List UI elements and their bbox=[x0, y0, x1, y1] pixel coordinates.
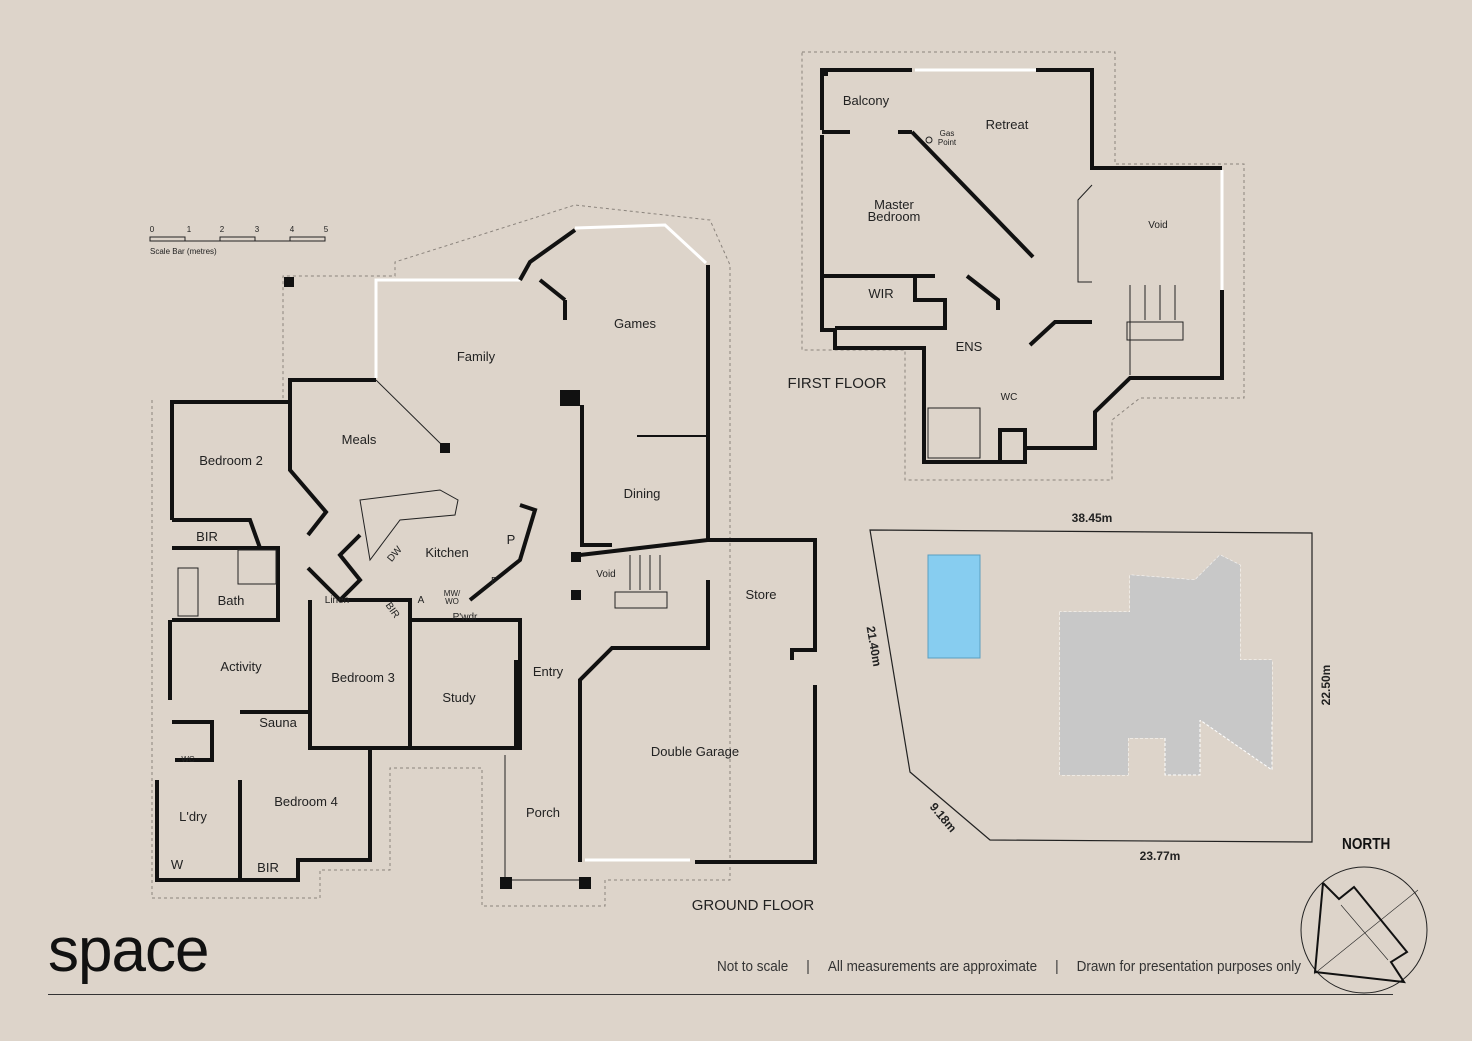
room-label: MW/ bbox=[444, 589, 461, 598]
room-label: Family bbox=[457, 349, 496, 364]
first-floor-title: FIRST FLOOR bbox=[788, 375, 887, 392]
room-label: Dining bbox=[624, 486, 661, 501]
room-label: 21.40m bbox=[864, 625, 885, 668]
pool bbox=[927, 554, 981, 659]
room-label: Meals bbox=[342, 432, 377, 447]
room-label: Store bbox=[745, 587, 776, 602]
room-label: 5 bbox=[324, 225, 329, 234]
room-label: DW bbox=[386, 544, 405, 564]
room-label: WC bbox=[181, 755, 195, 764]
separator: | bbox=[1055, 958, 1059, 975]
room-label: BIR bbox=[257, 860, 279, 875]
room-label: Bedroom 3 bbox=[331, 670, 395, 685]
room-label: Void bbox=[1148, 220, 1167, 231]
room-label: Games bbox=[614, 316, 656, 331]
room-label: Gas bbox=[940, 129, 955, 138]
disclaimer-presentation: Drawn for presentation purposes only bbox=[1076, 958, 1302, 975]
room-label: BIR bbox=[196, 529, 218, 544]
room-label: BIR bbox=[383, 601, 402, 621]
room-label: W bbox=[171, 857, 184, 872]
room-label: A bbox=[418, 595, 425, 606]
room-label: 0 bbox=[150, 225, 155, 234]
separator: | bbox=[806, 958, 810, 975]
room-label: Void bbox=[596, 569, 615, 580]
room-label: Point bbox=[938, 138, 957, 147]
room-label: 23.77m bbox=[1140, 849, 1181, 863]
scale-bar: 0 1 2 3 4 5 Scale Bar (metres) bbox=[149, 225, 329, 256]
room-label: Study bbox=[442, 690, 476, 705]
disclaimer-not-to-scale: Not to scale bbox=[717, 958, 789, 975]
room-label: Activity bbox=[220, 659, 262, 674]
north-label: NORTH bbox=[1342, 836, 1391, 853]
room-label: P'wdr bbox=[453, 612, 478, 623]
room-label: WIR bbox=[868, 286, 893, 301]
ground-floor-plan: Games Family Meals Bedroom 2 BIR Bath Ac… bbox=[151, 204, 817, 914]
first-floor-plan: Balcony Retreat Gas Point Master Bedroom… bbox=[788, 51, 1245, 481]
room-label: Bedroom 4 bbox=[274, 794, 338, 809]
room-label: Double Garage bbox=[651, 744, 739, 759]
room-label: Bedroom 2 bbox=[199, 453, 263, 468]
room-label: Bath bbox=[218, 593, 245, 608]
room-label: Sauna bbox=[259, 715, 297, 730]
room-label: 2 bbox=[220, 225, 225, 234]
room-label: 1 bbox=[187, 225, 192, 234]
room-label: 9.18m bbox=[927, 800, 960, 835]
room-label: Linen bbox=[325, 595, 349, 606]
room-label: Balcony bbox=[843, 93, 890, 108]
room-label: L'dry bbox=[179, 809, 207, 824]
room-label: Bedroom bbox=[868, 209, 921, 224]
ground-floor-title: GROUND FLOOR bbox=[692, 897, 815, 914]
room-label: 3 bbox=[255, 225, 260, 234]
room-label: Master bbox=[874, 197, 914, 212]
room-label: Porch bbox=[526, 805, 560, 820]
room-label: ENS bbox=[956, 339, 983, 354]
north-compass-icon bbox=[1300, 866, 1428, 994]
room-label: 38.45m bbox=[1072, 511, 1113, 525]
disclaimer-measurements: All measurements are approximate bbox=[827, 958, 1038, 975]
room-label: Scale Bar (metres) bbox=[150, 247, 217, 256]
room-label: Entry bbox=[533, 664, 564, 679]
room-label: F bbox=[491, 576, 497, 587]
room-label: WC bbox=[1001, 392, 1018, 403]
disclaimer: Not to scale | All measurements are approx… bbox=[708, 958, 1310, 975]
room-label: 4 bbox=[290, 225, 295, 234]
room-label: Kitchen bbox=[425, 545, 468, 560]
site-plan: 38.45m 21.40m 22.50m 23.77m 9.18m bbox=[864, 511, 1333, 863]
room-label: 22.50m bbox=[1319, 665, 1333, 706]
room-label: P bbox=[507, 532, 516, 547]
footer-divider bbox=[48, 994, 1393, 995]
brand-logo: space bbox=[48, 916, 209, 985]
room-label: Retreat bbox=[986, 117, 1029, 132]
room-label: WO bbox=[445, 597, 459, 606]
